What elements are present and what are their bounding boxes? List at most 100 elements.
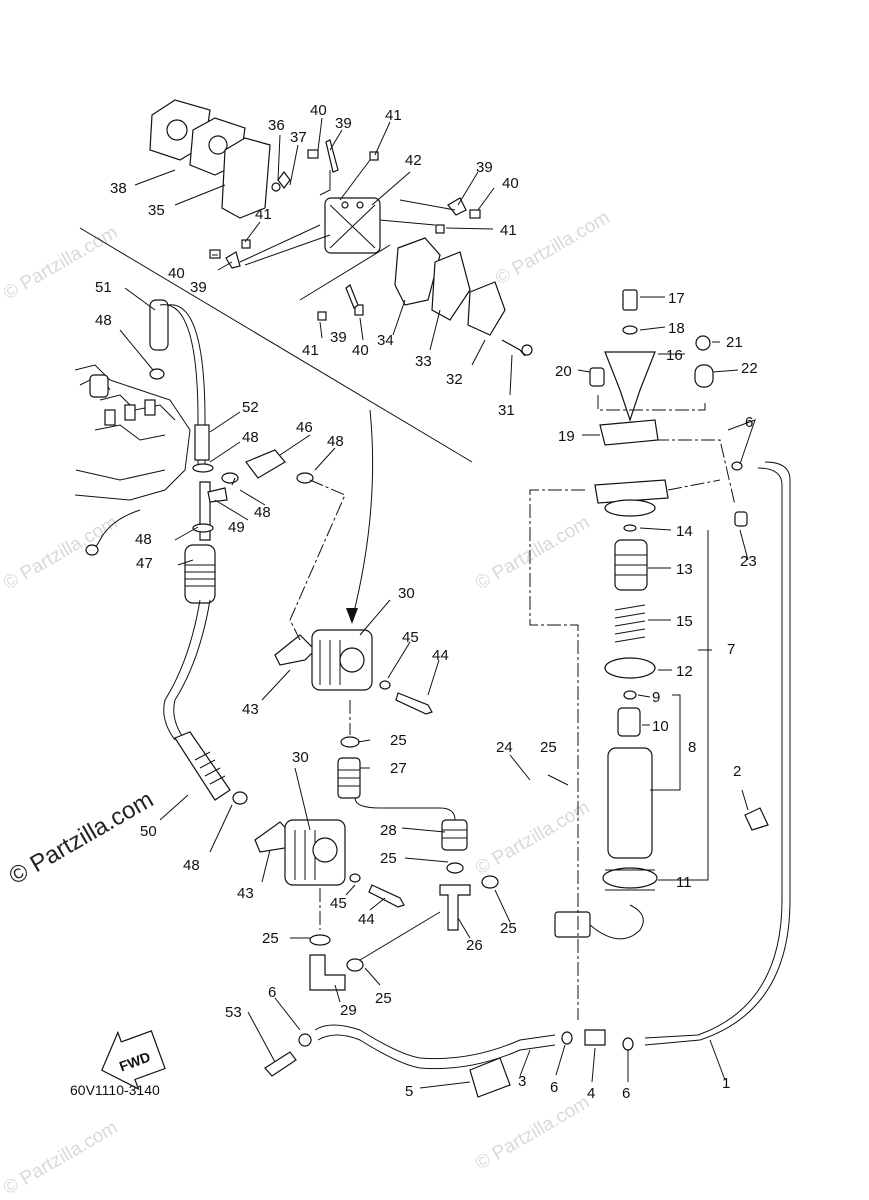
engine-block [74, 364, 191, 556]
fuel-pump-lower [254, 819, 499, 991]
callout-label: 39 [335, 115, 352, 132]
callout-label: 1 [722, 1075, 730, 1092]
callout-label: 39 [330, 329, 347, 346]
partzilla-watermark: © Partzilla.com [5, 786, 159, 890]
callout-label: 11 [676, 874, 692, 891]
callout-leaders [119, 117, 756, 1089]
callout-label: 14 [676, 523, 693, 540]
callout-label: 48 [135, 531, 152, 548]
callout-label: 3 [518, 1073, 526, 1090]
callout-label: 2 [733, 763, 741, 780]
callout-label: 39 [476, 159, 493, 176]
callout-label: 52 [242, 399, 259, 416]
callout-label: 6 [622, 1085, 630, 1102]
watermark: © Partzilla.com [472, 1092, 593, 1174]
callout-label: 12 [676, 663, 693, 680]
callout-label: 22 [741, 360, 758, 377]
callout-label: 41 [385, 107, 402, 124]
callout-label: 25 [262, 930, 279, 947]
callout-label: 10 [652, 718, 669, 735]
filter-assembly [554, 289, 769, 940]
dashed-leaders [289, 395, 736, 1020]
callout-label: 25 [380, 850, 397, 867]
watermark: © Partzilla.com [492, 207, 613, 289]
callout-label: 38 [110, 180, 127, 197]
callout-label: 48 [327, 433, 344, 450]
callout-label: 8 [688, 739, 696, 756]
callout-label: 31 [498, 402, 515, 419]
callout-label: 25 [390, 732, 407, 749]
watermark: © Partzilla.com [472, 797, 593, 879]
callout-label: 45 [330, 895, 347, 912]
callout-label: 50 [140, 823, 157, 840]
callout-label: 44 [432, 647, 449, 664]
callout-label: 21 [726, 334, 743, 351]
callout-label: 45 [402, 629, 419, 646]
callout-label: 37 [290, 129, 307, 146]
callout-label: 25 [500, 920, 517, 937]
callout-label: 47 [136, 555, 153, 572]
callout-label: 9 [652, 689, 660, 706]
callout-label: 5 [405, 1083, 413, 1100]
callout-label: 43 [237, 885, 254, 902]
callout-label: 51 [95, 279, 112, 296]
callout-label: 33 [415, 353, 432, 370]
callout-label: 19 [558, 428, 575, 445]
callout-label: 29 [340, 1002, 357, 1019]
callout-label: 48 [254, 504, 271, 521]
callout-label: 6 [550, 1079, 558, 1096]
callout-label: 15 [676, 613, 693, 630]
callout-label: 17 [668, 290, 685, 307]
callout-label: 13 [676, 561, 693, 578]
callout-label: 48 [183, 857, 200, 874]
watermark: © Partzilla.com [0, 1117, 121, 1199]
callout-label: 39 [190, 279, 207, 296]
callout-label: 26 [466, 937, 483, 954]
flow-arrow [351, 409, 374, 621]
callout-label: 40 [310, 102, 327, 119]
callout-label: 23 [740, 553, 757, 570]
callout-label: 7 [727, 641, 735, 658]
callout-label: 36 [268, 117, 285, 134]
top-pump-assembly [149, 99, 533, 357]
callout-label: 40 [168, 265, 185, 282]
callout-label: 48 [242, 429, 259, 446]
left-hose-assembly [149, 299, 314, 805]
callout-label: 6 [745, 414, 753, 431]
callout-numbers: 1 2 3 4 5 6 6 6 6 7 8 9 10 11 12 13 14 1… [95, 102, 758, 1102]
watermark: © Partzilla.com [472, 512, 593, 594]
callout-label: 34 [377, 332, 394, 349]
callout-label: 24 [496, 739, 513, 756]
fwd-arrow-icon: FWD [101, 1030, 166, 1091]
callout-label: 18 [668, 320, 685, 337]
callout-label: 43 [242, 701, 259, 718]
callout-label: 6 [268, 984, 276, 1001]
callout-label: 30 [292, 749, 309, 766]
fuel-pump-upper [274, 629, 468, 851]
callout-label: 16 [666, 347, 683, 364]
fuel-lines [264, 461, 791, 1098]
callout-label: 25 [375, 990, 392, 1007]
callout-label: 42 [405, 152, 422, 169]
callout-label: 27 [390, 760, 407, 777]
diagram-reference-code: 60V1110-3140 [70, 1082, 160, 1098]
callout-label: 44 [358, 911, 375, 928]
callout-label: 48 [95, 312, 112, 329]
callout-label: 35 [148, 202, 165, 219]
callout-label: 20 [555, 363, 572, 380]
callout-label: 53 [225, 1004, 242, 1021]
callout-label: 40 [352, 342, 369, 359]
callout-label: 41 [255, 206, 272, 223]
section-divider [79, 227, 473, 463]
callout-label: 41 [302, 342, 319, 359]
callout-label: 46 [296, 419, 313, 436]
callout-label: 4 [587, 1085, 595, 1102]
callout-label: 32 [446, 371, 463, 388]
callout-label: 28 [380, 822, 397, 839]
callout-label: 49 [228, 519, 245, 536]
callout-label: 30 [398, 585, 415, 602]
callout-label: 40 [502, 175, 519, 192]
callout-label: 25 [540, 739, 557, 756]
watermark: © Partzilla.com [0, 512, 121, 594]
